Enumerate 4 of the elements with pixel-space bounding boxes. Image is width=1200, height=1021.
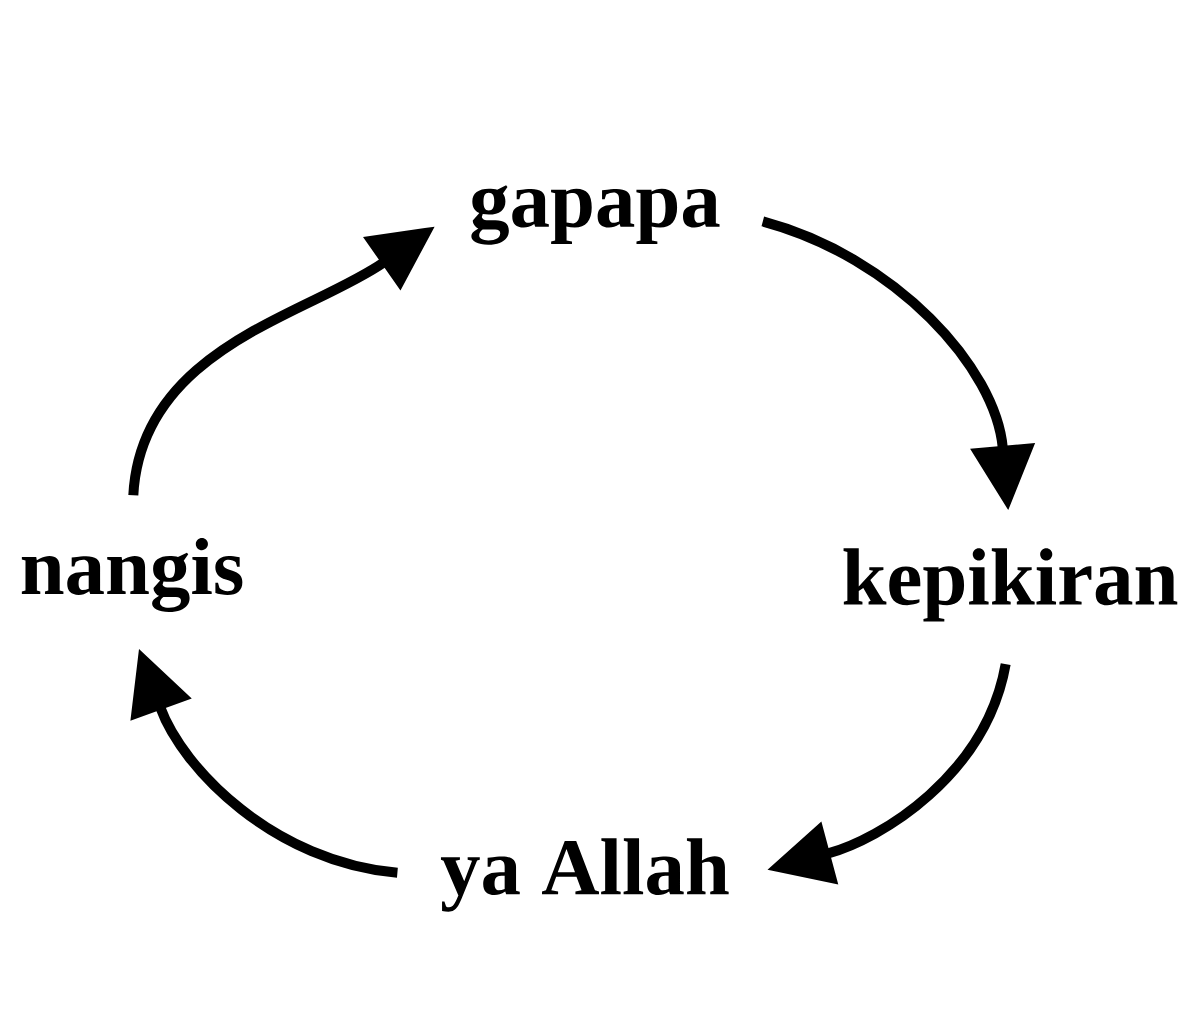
cycle-label: ya Allah bbox=[440, 838, 729, 912]
cycle-label: kepikiran bbox=[843, 548, 1178, 622]
cycle-label: gapapa bbox=[471, 185, 720, 245]
cycle-label: nangis bbox=[21, 538, 243, 612]
